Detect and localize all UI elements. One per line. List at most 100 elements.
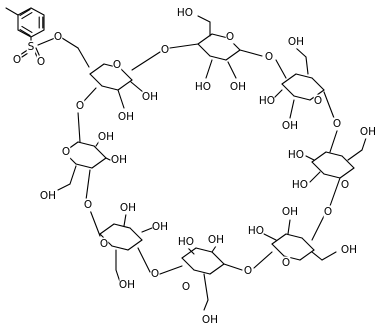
tosyl-benzene-bond-4: [17, 29, 32, 38]
glucose-1-to-O1: [83, 87, 97, 102]
glucose-5-OH-right: OH: [341, 244, 357, 256]
tosyl-double-3-a: [19, 28, 31, 37]
sulfonyl-O-bottom-label: O: [37, 56, 45, 68]
glucose-3-OH-b-bond: [289, 99, 295, 119]
glucose-2-HO-a-bg: [195, 80, 211, 94]
glucose-5-bond-0: [271, 233, 287, 245]
link-O-6: O: [244, 265, 252, 277]
sulfonyl-S-O-ester: [37, 37, 56, 46]
glucose-6-bond-5: [181, 257, 195, 271]
glucose-3-bond-1: [295, 73, 313, 79]
glucose-5-to-O6: [253, 251, 273, 269]
glucose-2-CH2OH: [197, 15, 211, 23]
glucose-1-bond-3: [117, 79, 133, 91]
glucose-7-ring-O: O: [100, 238, 108, 250]
glucose-5-OH-right-bg: [341, 243, 357, 257]
glucose-2-bond-5: [197, 43, 211, 57]
glucose-2-HO-a: HO: [195, 81, 211, 93]
link-O-1: O: [76, 100, 84, 112]
glucose-4-OH-top-bg: [360, 125, 376, 139]
link-O-1-bg: [75, 99, 85, 113]
glucose-8-CH2OH: [57, 183, 71, 191]
glucose-8-OH-a: OH: [98, 131, 114, 143]
glucose-7-OH-bottom: OH: [119, 279, 135, 291]
glucose-5-OH-a-bg: [282, 205, 298, 219]
tosyl-double-3-b: [21, 25, 33, 34]
glucose-3-OH-b: OH: [282, 120, 298, 132]
glucose-6-ring-O: O: [182, 281, 190, 293]
link-O-6-bg: [243, 264, 253, 278]
glucose-2-bond-3: [225, 49, 241, 61]
glucose-3-OH-b-bg: [282, 119, 298, 133]
glucose-7-bond-4: [111, 245, 129, 251]
glucose-1-bond-0: [89, 63, 105, 75]
link-O-2: O: [161, 44, 169, 56]
glucose-4-OH-top: OH: [360, 126, 376, 138]
tosyl-benzene-bond-1: [30, 7, 45, 16]
glucose-1-ring-O: O: [113, 59, 121, 71]
glucose-3-CH2OH: [295, 47, 307, 58]
bond-layer: [5, 7, 367, 311]
glucose-8-ring-O: O: [62, 146, 70, 158]
glucose-6-CH2OH: [203, 299, 209, 311]
glucose-1-OH-b: OH: [118, 111, 134, 123]
glucose-2-OH-b-bond: [227, 61, 237, 79]
link-O-3: O: [265, 51, 273, 63]
glucose-7-to-O8: [89, 209, 101, 237]
link-O-8-to-glucose-8: [85, 169, 91, 201]
glucose-8-ring-O-bg: [61, 145, 71, 159]
glucose-2-HO-top-bg: [177, 6, 193, 20]
glucose-8-OH-b-bg: [111, 153, 127, 167]
glucose-1-OH-a-bond: [130, 81, 144, 93]
glucose-7-OH-a-bg: [120, 201, 136, 215]
glucose-5-OH-a: OH: [282, 206, 298, 218]
glucose-2-to-O3: [239, 49, 263, 57]
glucose-7-ring-O-bg: [99, 237, 109, 251]
glucose-6-bond-2: [211, 251, 225, 265]
link-O-4-to-glucose-4: [329, 127, 339, 153]
link-O-1-to-glucose-8: [77, 111, 81, 143]
glucose-7-OH-b: OH: [152, 221, 168, 233]
glucose-3-bond-5: [281, 83, 295, 97]
tosyl-benzene-bond-0: [17, 7, 32, 16]
glucose-3-HO-a-bond: [273, 89, 283, 99]
link-O-5-bg: [323, 205, 333, 219]
CH2-to-ring: [77, 47, 90, 68]
glucose-7-OH-b-bg: [152, 220, 168, 234]
glucose-5-ring-O-bg: [281, 256, 291, 270]
glucose-2-to-O: [169, 43, 199, 49]
tosyl-S-label-bg: [26, 40, 36, 54]
link-O-6-to-glucose-6: [223, 263, 243, 271]
glucose-4-ring-O: O: [341, 179, 349, 191]
glucose-6-bond-3: [209, 263, 225, 275]
glucose-3-HO-a: HO: [259, 95, 275, 107]
glucose-4-ring-O-bg: [340, 178, 350, 192]
glucose-2-bond-4: [209, 55, 227, 61]
ester-O-label-bg: [53, 30, 63, 44]
glucose-3-CH2: [305, 56, 309, 75]
link-O-8-bg: [83, 198, 93, 212]
glucose-4-bond-1: [325, 151, 343, 157]
link-O-4: O: [333, 118, 341, 130]
glucose-8-CH2: [69, 165, 77, 185]
glucose-6-OH-b-bond: [211, 245, 217, 253]
glucose-6-OH-b: OH: [208, 234, 224, 246]
glucose-1-OH-b-bg: [118, 110, 134, 124]
glucose-4-HO-a-bg: [288, 148, 304, 162]
glucose-8-OH-a-bg: [98, 130, 114, 144]
glucose-4-CH2: [347, 149, 363, 161]
tosyl-S-label: S: [28, 41, 35, 53]
link-O-7-bg: [150, 267, 160, 281]
glucose-7-bond-0: [99, 223, 115, 235]
glucose-5-HO-b-bg: [248, 224, 264, 238]
glucose-4-CH2OH: [361, 137, 367, 151]
tosyl-benzene-bond-3: [30, 29, 45, 38]
glucose-6-OH-bottom-bg: [202, 313, 218, 327]
glucose-4-HO-b-bg: [292, 178, 308, 192]
ester-O-label: O: [54, 31, 62, 43]
glucose-6-to-O7: [159, 265, 183, 275]
tosyl-methyl-bond: [5, 7, 19, 16]
glucose-5-CH2: [311, 251, 323, 261]
glucose-3-OH-top: OH: [288, 36, 304, 48]
